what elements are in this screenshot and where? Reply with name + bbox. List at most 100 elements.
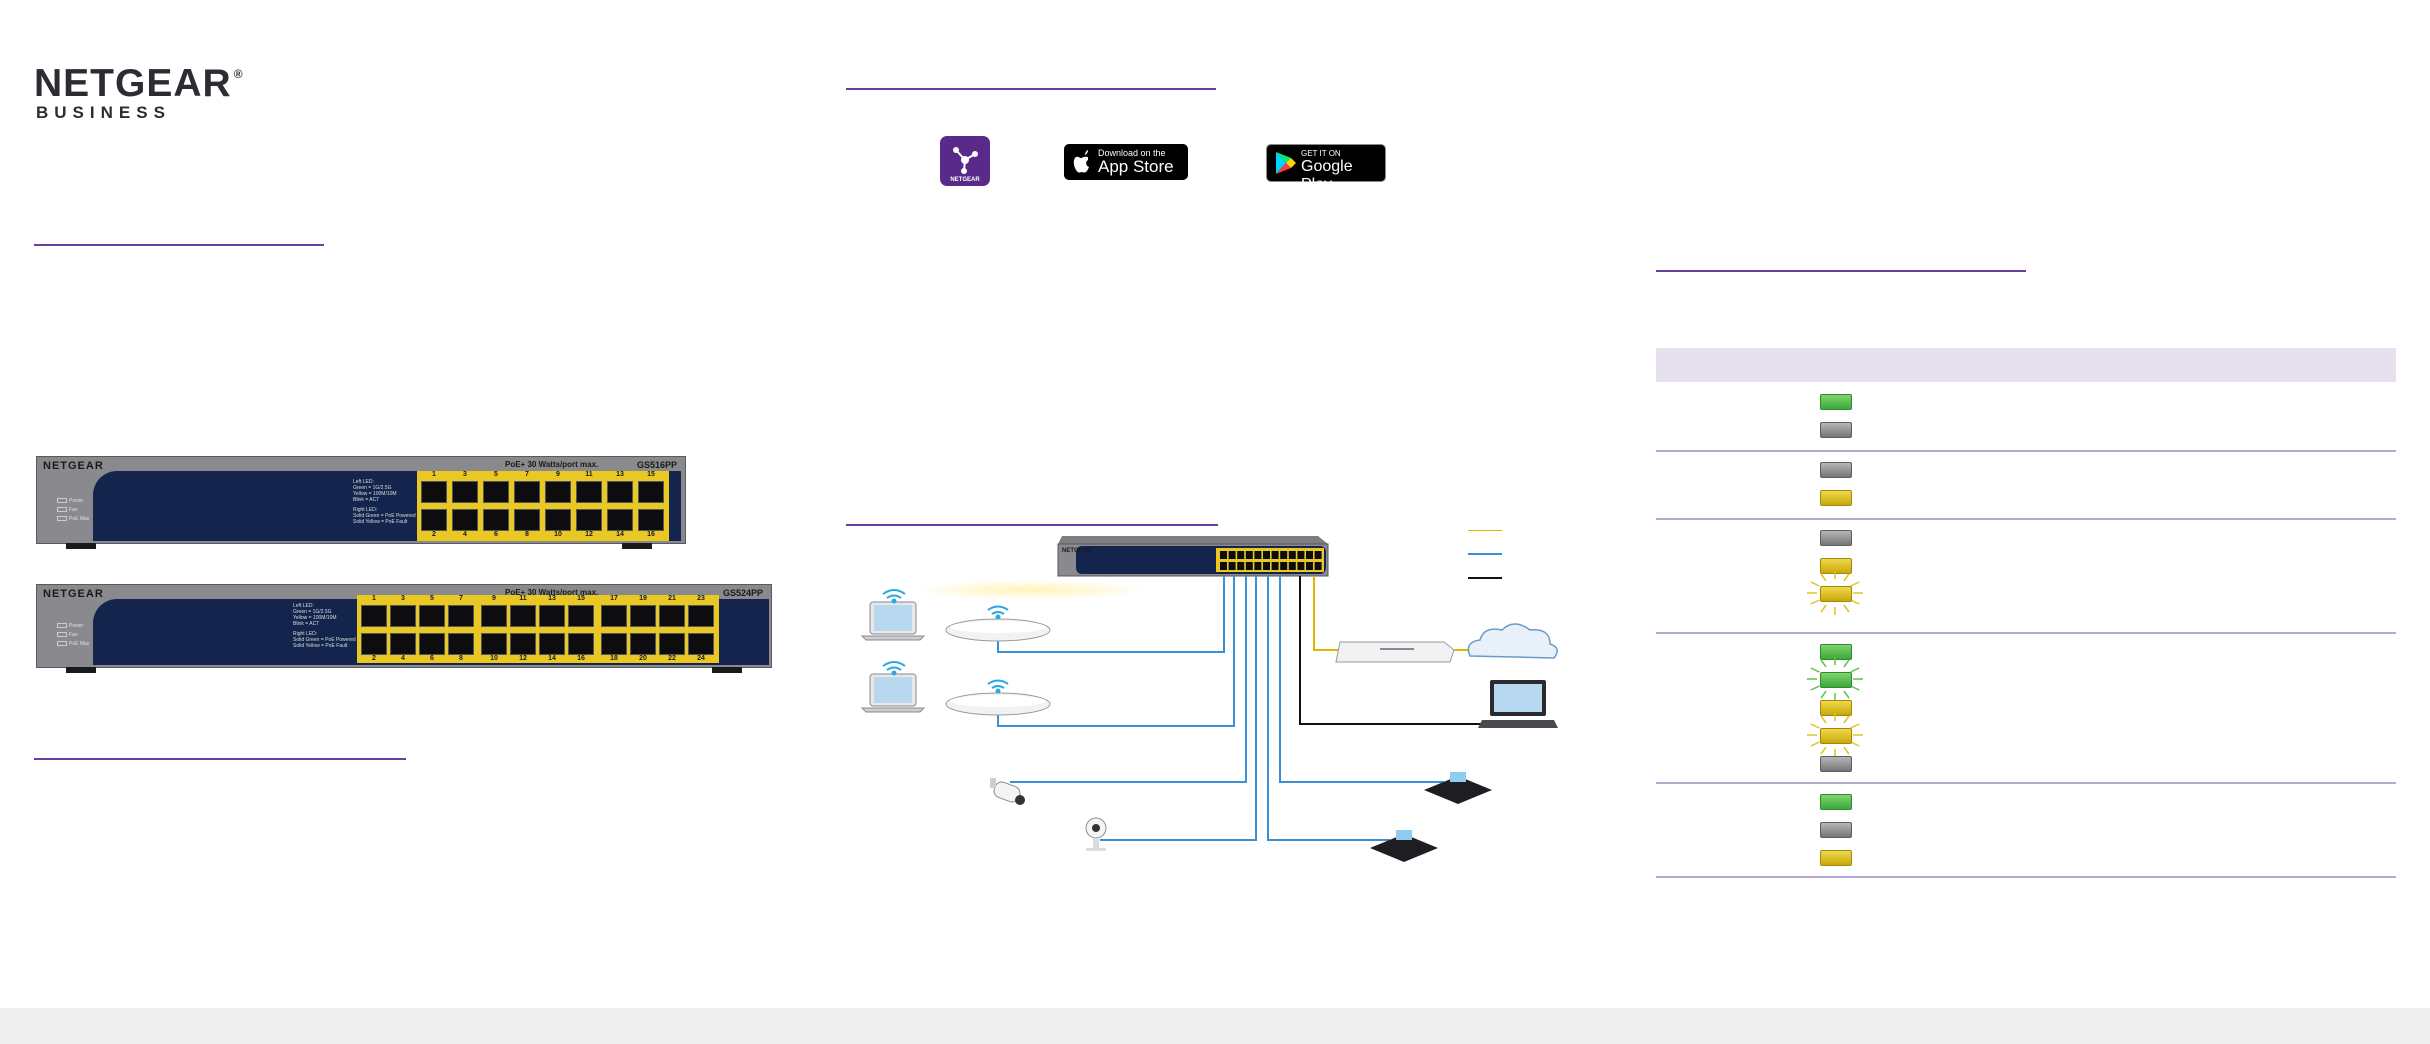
ethernet-port [630,633,656,655]
port-number: 20 [639,655,647,662]
ethernet-port [1306,551,1313,559]
ethernet-port [390,633,416,655]
dome-camera [1085,817,1107,851]
ethernet-port [390,605,416,627]
poe-max-led [57,641,67,646]
blinking-green-led-indicator [1820,672,1852,688]
legend-line: Right LED: [293,631,318,637]
google-play-large-text: Google Play [1301,158,1353,193]
ethernet-port [510,605,536,627]
port-number: 24 [697,655,705,662]
cable-to-pc [1299,576,1486,725]
section-rule-left-bottom [34,758,406,760]
green-led-indicator [1820,394,1852,410]
registered-mark: ® [233,67,244,81]
insight-app-icon[interactable]: NETGEAR [940,136,990,186]
center-switch [1057,536,1329,577]
ethernet-port [688,605,714,627]
google-play-badge[interactable]: GET IT ON Google Play [1266,144,1386,193]
bullet-camera [990,778,1025,805]
switch-brand: NETGEAR [43,588,104,600]
port-number: 4 [401,655,405,662]
ethernet-port [539,605,565,627]
gray-led-indicator [1820,530,1852,546]
section-rule-overview [34,244,324,246]
yellow-led-indicator [1820,490,1852,506]
fan-led-label: Fan [69,632,78,638]
logo-division: BUSINESS [36,103,171,122]
app-store-large-text: App Store [1098,157,1174,176]
ethernet-port [1306,562,1313,570]
port-number: 2 [372,655,376,662]
netgear-logo: NETGEAR® [34,64,244,103]
app-store-badge[interactable]: Download on the App Store [1064,144,1188,180]
power-led [57,623,67,628]
ethernet-port [576,481,602,503]
ethernet-port [607,481,633,503]
blinking-led-rays-icon [1807,571,1863,615]
wifi-icon [987,605,1009,620]
ethernet-port [483,481,509,503]
power-led [57,498,67,503]
led-table-header [1656,348,2396,382]
port-number: 10 [554,531,562,538]
ethernet-port [1228,551,1236,559]
port-number: 23 [697,595,705,602]
legend-line: Yellow = 100M/10M [293,615,337,621]
port-number: 5 [494,471,498,478]
ethernet-port [545,509,571,531]
ethernet-port [1254,551,1262,559]
port-number: 6 [494,531,498,538]
port-number: 6 [430,655,434,662]
power-led-label: Power [69,623,84,629]
ethernet-port [514,509,540,531]
google-play-triangle-icon [1276,152,1296,174]
legend-line: Green = 1G/2.5G [293,609,332,615]
port-number: 4 [463,531,467,538]
cable-to-phone-1 [1279,576,1444,783]
right-led-legend: Right LED: Solid Green = PoE Powered Sol… [293,631,356,649]
ethernet-port [481,605,507,627]
legend-line: Solid Yellow = PoE Fault [293,643,348,649]
port-number: 7 [525,471,529,478]
cable-to-ap-1 [997,576,1225,653]
switch-glow [910,580,1150,600]
ethernet-port [601,605,627,627]
ethernet-port [514,481,540,503]
legend-line: Blink = ACT [293,621,320,627]
yellow-led-indicator [1820,850,1852,866]
green-led-indicator [1820,794,1852,810]
ethernet-port [539,633,565,655]
legend-line: Left LED: [293,603,314,609]
ethernet-port [419,605,445,627]
poe-label: PoE+ 30 Watts/port max. [505,460,599,469]
switch-gs524pp: NETGEAR PoE+ 30 Watts/port max. GS524PP … [36,584,772,668]
section-rule-app [846,88,1216,90]
cable-to-ap-2 [997,576,1235,727]
port-number: 13 [548,595,556,602]
switch-foot [66,543,96,549]
ethernet-port [1280,562,1288,570]
ethernet-port [361,633,387,655]
conference-phone-2 [1370,830,1438,862]
ethernet-port [452,481,478,503]
port-number: 21 [668,595,676,602]
ethernet-port [545,481,571,503]
cable-to-phone-2 [1267,576,1390,841]
ethernet-port [1271,551,1279,559]
ethernet-port [1254,562,1262,570]
switch-gs516pp: NETGEAR PoE+ 30 Watts/port max. GS516PP … [36,456,686,544]
google-play-small-text: GET IT ON [1301,149,1341,158]
conference-phone-1 [1424,772,1492,804]
ethernet-port [481,633,507,655]
ethernet-port [448,633,474,655]
green-led-indicator [1820,644,1852,660]
port-number: 5 [430,595,434,602]
access-point-2 [945,692,1051,716]
wifi-icon [882,661,906,676]
table-row-divider [1656,450,2396,452]
table-row-divider [1656,876,2396,878]
port-number: 2 [432,531,436,538]
poe-label: PoE+ 30 Watts/port max. [505,588,599,597]
port-number: 14 [548,655,556,662]
